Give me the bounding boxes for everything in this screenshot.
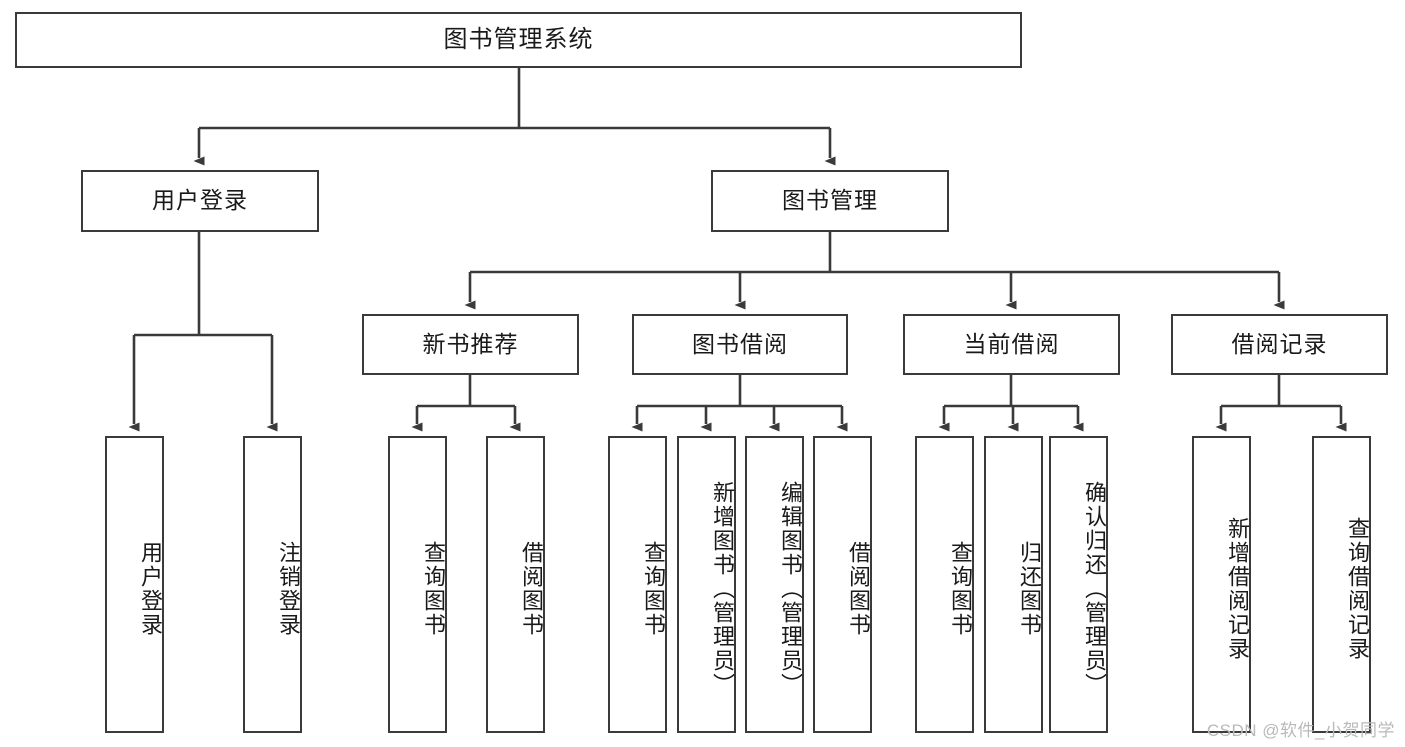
leaf-edit-book[interactable]: 编辑图书（管理员） <box>745 436 804 733</box>
node-book-borrow-label: 图书借阅 <box>692 330 788 357</box>
csdn-watermark: CSDN @软件_小贺同学 <box>1206 721 1395 740</box>
leaf-query-book-recommend-label: 查询图书 <box>421 540 446 637</box>
leaf-borrow-book-recommend[interactable]: 借阅图书 <box>486 436 545 733</box>
node-new-book-recommend[interactable]: 新书推荐 <box>362 314 579 375</box>
leaf-query-borrow-record[interactable]: 查询借阅记录 <box>1312 436 1371 733</box>
leaf-query-book-borrow-label: 查询图书 <box>641 540 666 637</box>
leaf-confirm-return-label: 确认归还（管理员） <box>1082 480 1107 697</box>
leaf-query-book-recommend[interactable]: 查询图书 <box>388 436 447 733</box>
node-current-borrow-label: 当前借阅 <box>963 330 1060 357</box>
node-root-label: 图书管理系统 <box>443 25 594 53</box>
leaf-borrow-book-recommend-label: 借阅图书 <box>519 540 544 637</box>
node-new-book-recommend-label: 新书推荐 <box>422 330 519 357</box>
leaf-logout[interactable]: 注销登录 <box>243 436 302 733</box>
node-book-manage[interactable]: 图书管理 <box>711 170 949 232</box>
leaf-borrow-book-label: 借阅图书 <box>846 540 871 637</box>
leaf-user-login-label: 用户登录 <box>138 540 163 637</box>
leaf-add-borrow-record-label: 新增借阅记录 <box>1225 516 1250 661</box>
leaf-query-book-current-label: 查询图书 <box>948 540 973 637</box>
node-user-login-label: 用户登录 <box>152 187 248 214</box>
leaf-user-login[interactable]: 用户登录 <box>105 436 164 733</box>
leaf-edit-book-label: 编辑图书（管理员） <box>778 480 803 697</box>
node-root-system[interactable]: 图书管理系统 <box>15 12 1022 68</box>
node-book-manage-label: 图书管理 <box>782 187 878 214</box>
node-borrow-record-label: 借阅记录 <box>1231 330 1328 357</box>
leaf-query-borrow-record-label: 查询借阅记录 <box>1345 516 1370 661</box>
leaf-return-book[interactable]: 归还图书 <box>984 436 1043 733</box>
leaf-return-book-label: 归还图书 <box>1017 540 1042 637</box>
leaf-add-book-label: 新增图书（管理员） <box>710 480 735 697</box>
leaf-query-book-borrow[interactable]: 查询图书 <box>608 436 667 733</box>
leaf-borrow-book[interactable]: 借阅图书 <box>813 436 872 733</box>
node-book-borrow[interactable]: 图书借阅 <box>632 314 848 375</box>
leaf-add-book[interactable]: 新增图书（管理员） <box>677 436 736 733</box>
node-user-login[interactable]: 用户登录 <box>81 170 319 232</box>
leaf-query-book-current[interactable]: 查询图书 <box>915 436 974 733</box>
leaf-confirm-return[interactable]: 确认归还（管理员） <box>1049 436 1108 733</box>
leaf-add-borrow-record[interactable]: 新增借阅记录 <box>1192 436 1251 733</box>
node-borrow-record[interactable]: 借阅记录 <box>1171 314 1388 375</box>
leaf-logout-label: 注销登录 <box>276 540 301 637</box>
node-current-borrow[interactable]: 当前借阅 <box>903 314 1120 375</box>
